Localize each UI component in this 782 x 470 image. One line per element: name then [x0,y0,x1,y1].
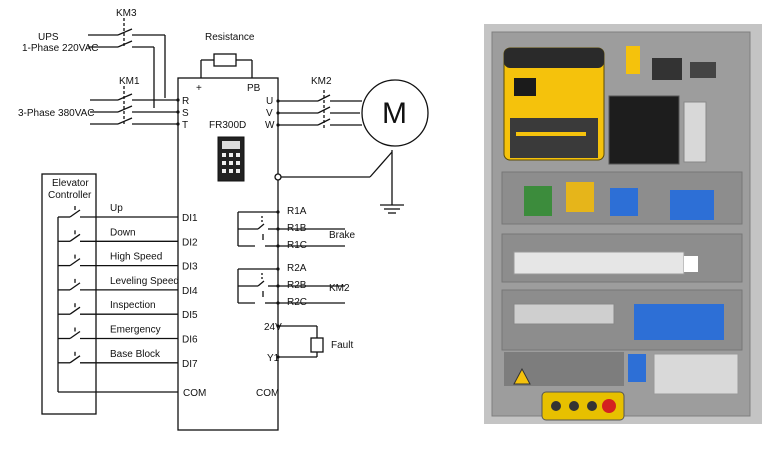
motor-label: M [382,97,407,130]
di-terminal-label: DI3 [182,262,198,273]
button-station [541,391,625,421]
di-terminal-label: DI2 [182,237,198,248]
di-signal-label: Base Block [110,349,161,360]
relay2-b-label: R2B [287,280,307,291]
di-signal-label: Inspection [110,300,156,311]
km1-label: KM1 [119,76,140,87]
output-v-label: V [266,108,273,119]
fault-label: Fault [331,340,353,351]
di-signal-label: Up [110,203,123,214]
di-signal-label: Down [110,227,136,238]
controller-label-line1: Elevator [52,178,89,189]
di-signal-label: High Speed [110,252,162,263]
control-cabinet-illustration [484,24,762,424]
ups-label: UPS [38,32,59,43]
di-terminal-label: DI1 [182,213,198,224]
keypad-icon [217,136,245,182]
power-supply-module [608,95,680,165]
relay2-load-label: KM2 [329,283,350,294]
three-phase-label: 3-Phase 380VAC [18,108,95,119]
relay1-c-label: R1C [287,240,307,251]
output-u-label: U [266,96,273,107]
relay1-a-label: R1A [287,206,307,217]
emergency-stop-icon [602,399,616,413]
fault-output-label: Y1 [267,353,280,364]
yellow-drive-unit [503,47,605,161]
com-right-label: COM [256,388,279,399]
output-w-label: W [265,120,275,131]
input-s-label: S [182,108,189,119]
di-terminal-label: DI6 [182,335,198,346]
relay2-a-label: R2A [287,263,307,274]
ups-voltage-label: 1-Phase 220VAC [22,43,99,54]
km2-contactor-label: KM2 [311,76,332,87]
di-terminal-label: DI5 [182,310,198,321]
input-t-label: T [182,120,188,131]
drive-model-label: FR300D [209,120,246,131]
resistance-label: Resistance [205,32,255,43]
di-signal-label: Emergency [110,325,161,336]
controller-label-line2: Controller [48,190,92,201]
di-terminal-label: DI7 [182,359,198,370]
input-r-label: R [182,96,189,107]
relay2-c-label: R2C [287,297,307,308]
km3-label: KM3 [116,8,137,19]
di-signal-label: Leveling Speed [110,276,179,287]
wiring-diagram: KM3 UPS 1-Phase 220VAC KM1 3-Phase 380VA… [18,8,429,431]
relay1-b-label: R1B [287,223,307,234]
resistance-pb-label: PB [247,83,261,94]
brake-label: Brake [329,230,356,241]
ground-terminal [274,173,282,181]
com-left-label: COM [183,388,206,399]
fault-supply-label: 24V [264,322,282,333]
di-terminal-label: DI4 [182,286,198,297]
resistance-plus-label: + [196,83,202,94]
